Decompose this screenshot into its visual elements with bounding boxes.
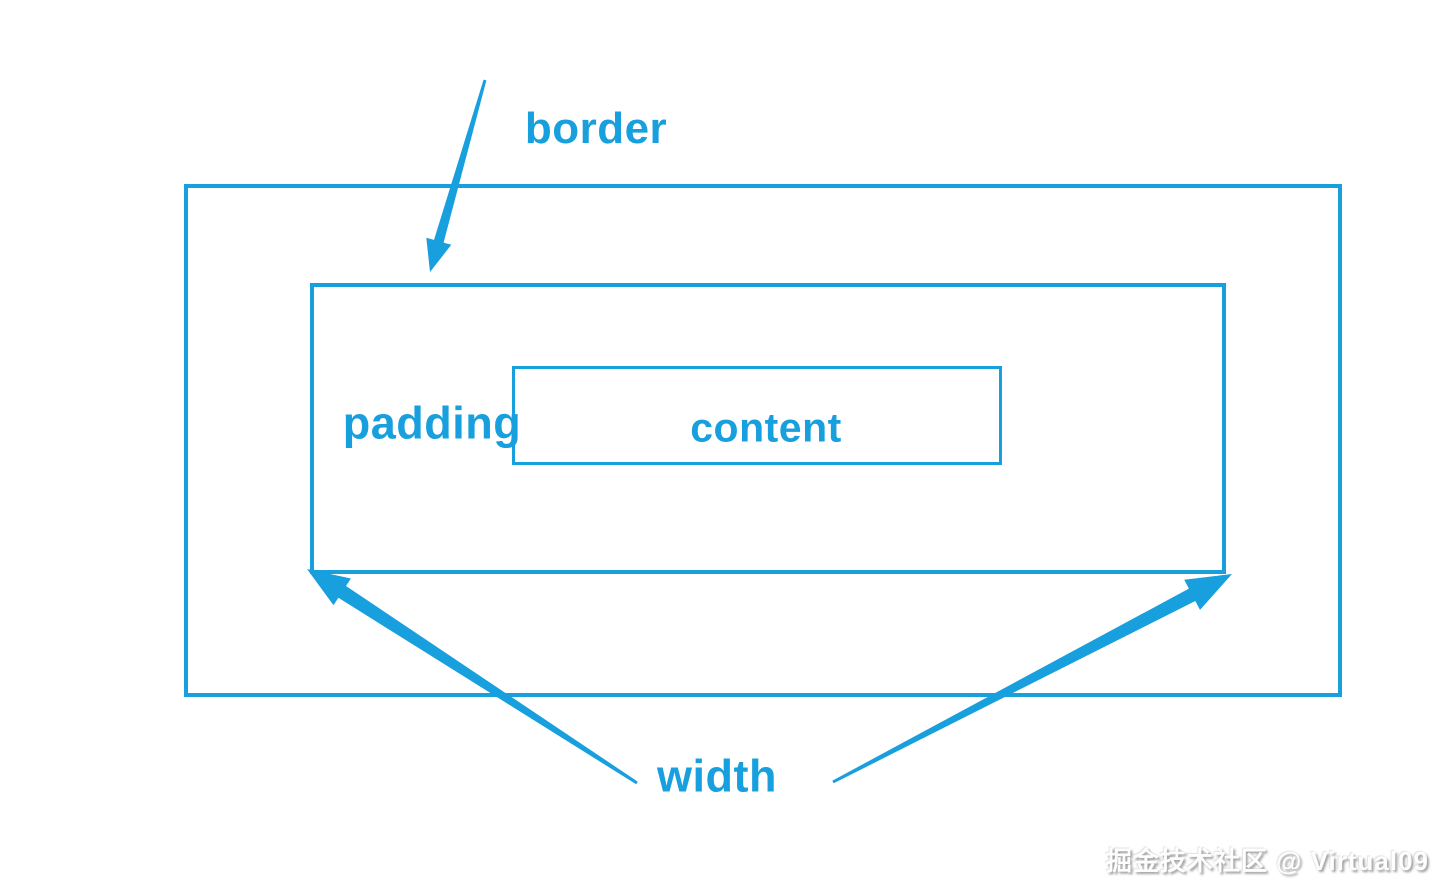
watermark-text: 掘金技术社区 @ Virtual09	[1105, 846, 1429, 876]
width-label: width	[657, 750, 777, 802]
content-box-rect	[512, 366, 1002, 465]
padding-box-rect	[310, 283, 1226, 574]
border-label: border	[524, 104, 668, 153]
padding-label: padding	[342, 397, 522, 449]
content-label: content	[690, 404, 842, 451]
border-box-rect	[184, 184, 1342, 697]
